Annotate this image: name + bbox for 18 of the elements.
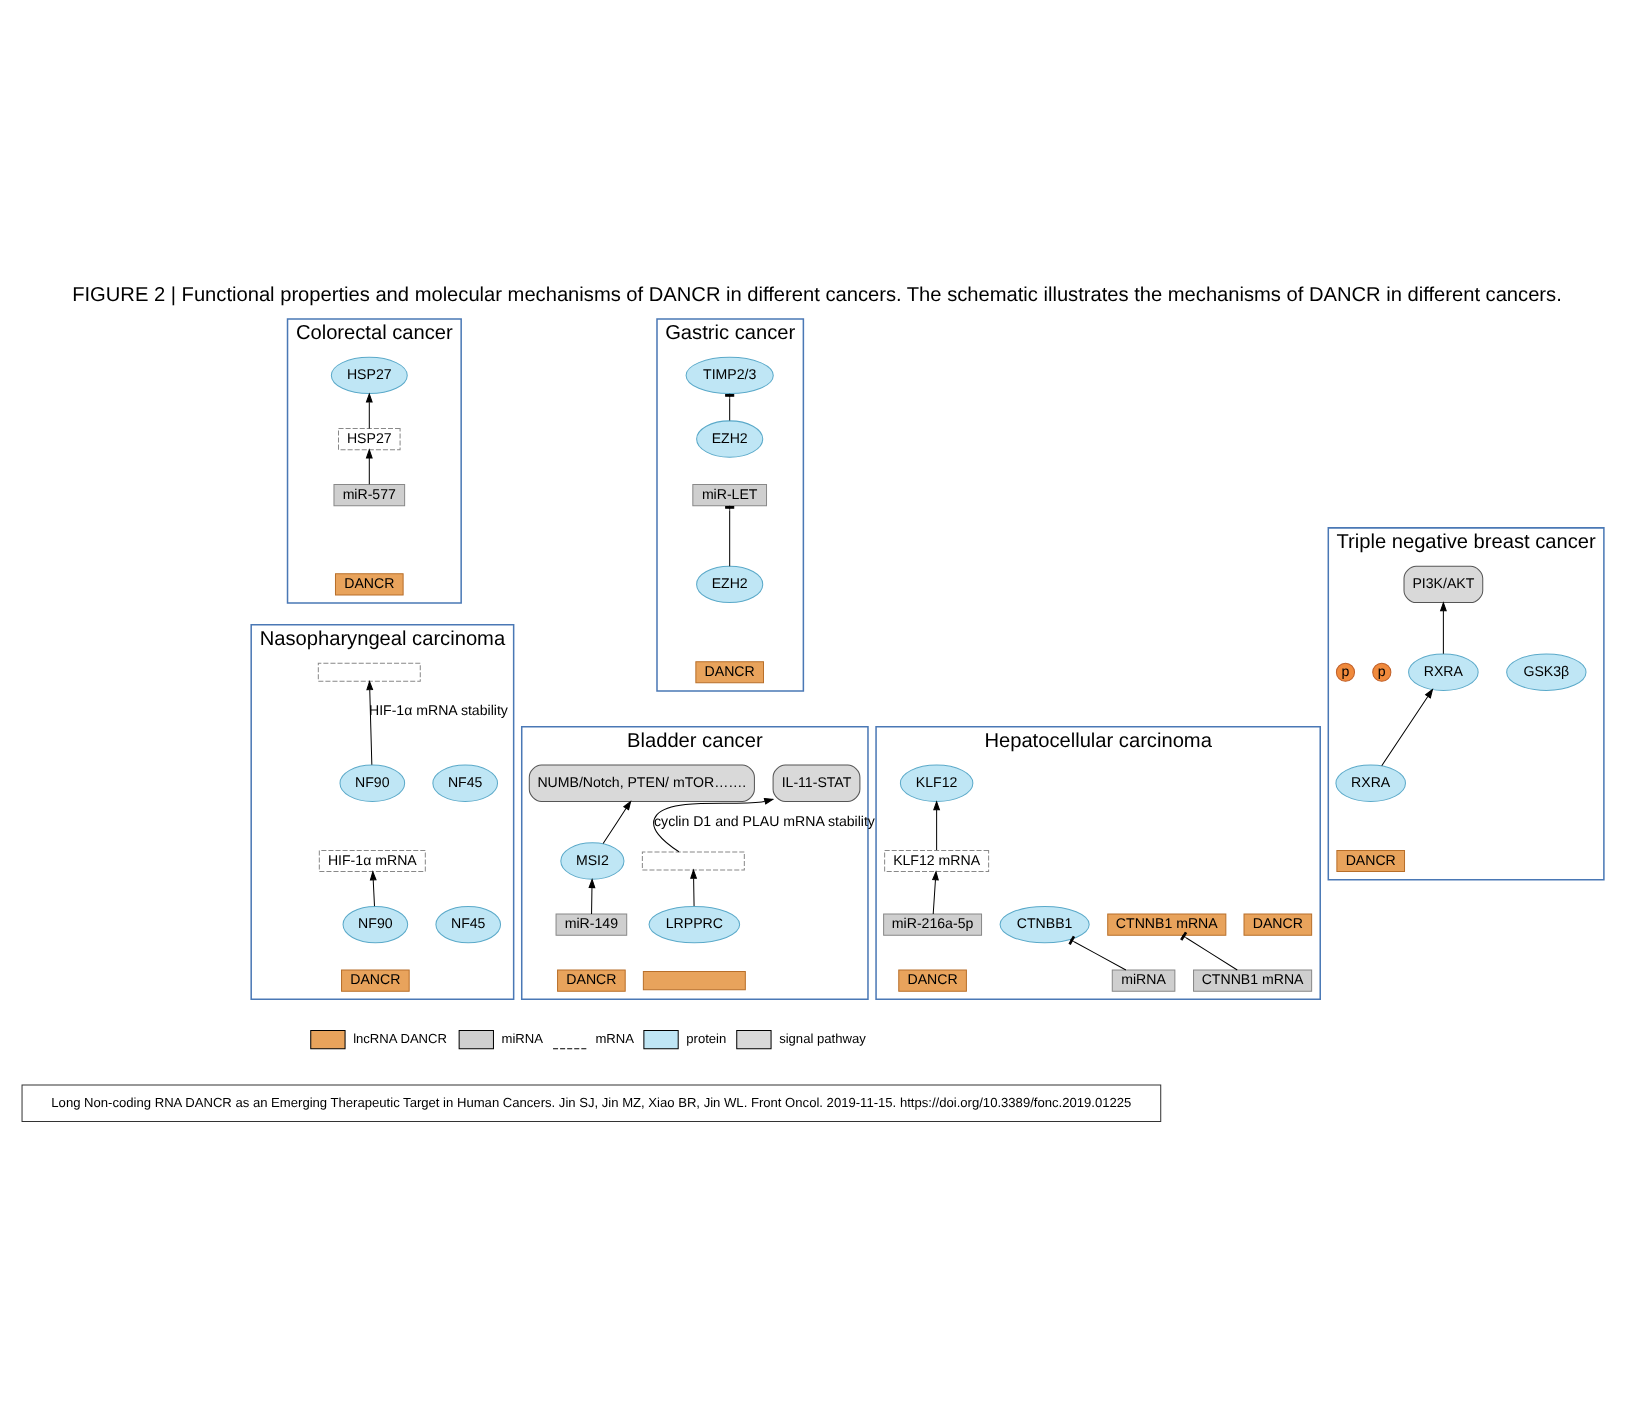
connector (724, 505, 734, 567)
node-strand (641, 971, 745, 991)
diagram-title: FIGURE 2 | Functional properties and molecular mechanisms of DANCR in different cancers. The schematic illustrates the mechanisms of DANCR in different cancers. (71, 284, 1561, 307)
arrow (930, 870, 938, 915)
arrow (601, 800, 631, 845)
node-wave (316, 662, 420, 682)
connector (1067, 935, 1126, 971)
arrow (368, 870, 376, 907)
node-wave (640, 851, 744, 871)
arrow (652, 797, 774, 853)
arrow (1438, 601, 1446, 655)
connector (724, 393, 734, 422)
arrow (689, 868, 697, 907)
arrow (932, 800, 940, 851)
arrow (587, 877, 595, 915)
arrow (364, 392, 372, 429)
arrow (364, 448, 372, 485)
arrow (1380, 688, 1433, 767)
